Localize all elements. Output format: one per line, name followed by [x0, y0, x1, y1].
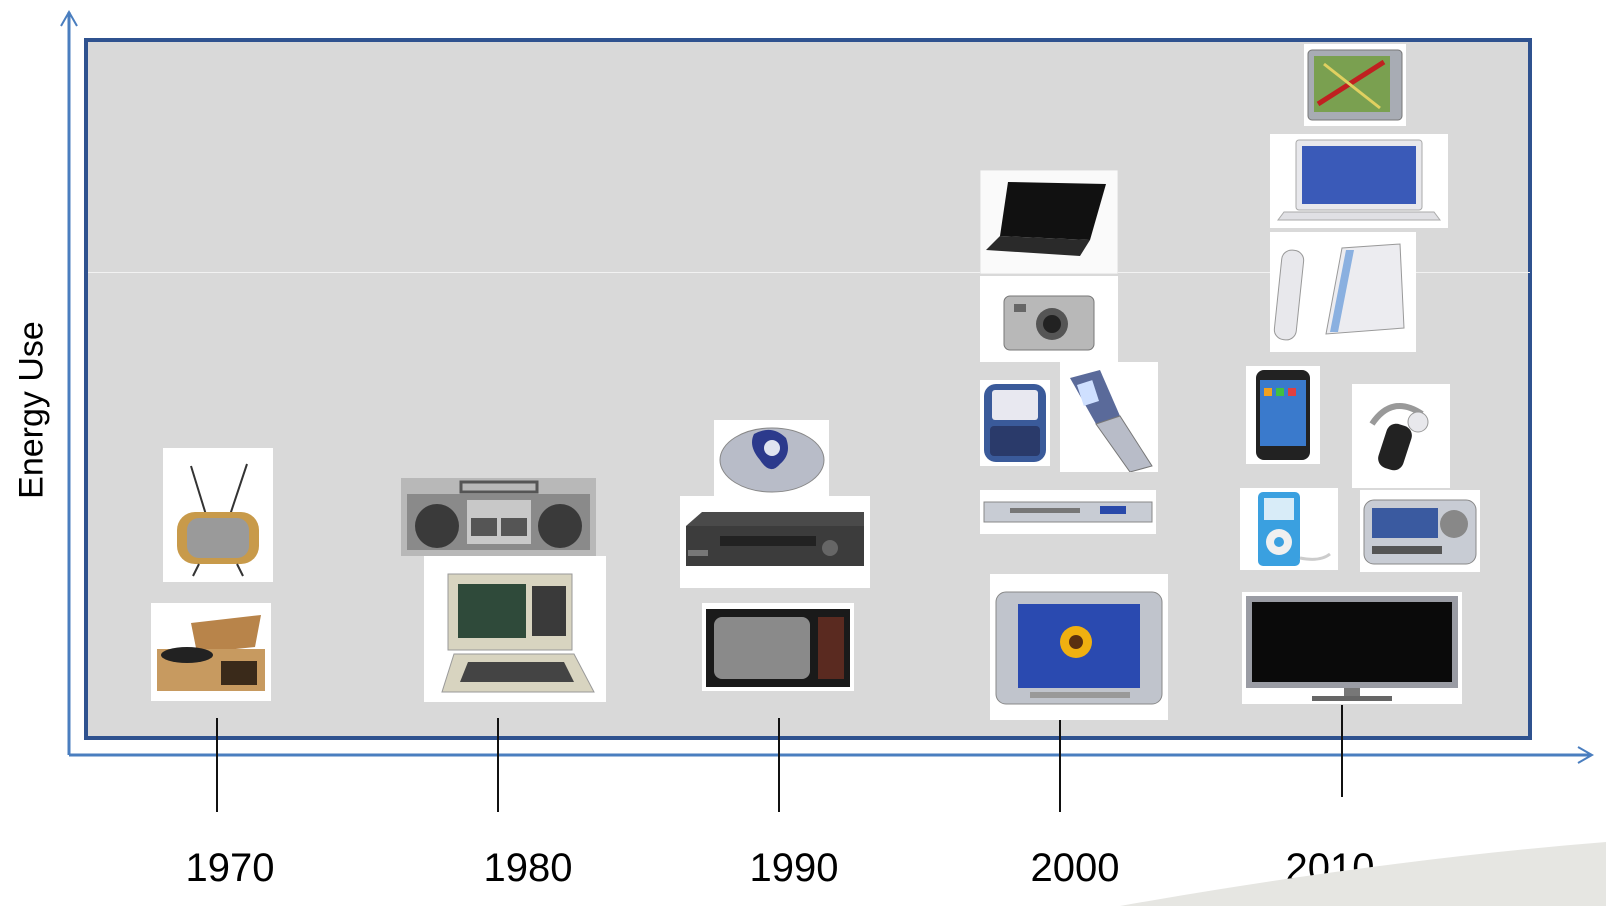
digital-camera-icon	[980, 276, 1118, 362]
boombox-icon	[401, 478, 596, 556]
gridline	[88, 272, 1530, 273]
crt-television-icon	[702, 603, 854, 691]
personal-computer-icon	[424, 556, 606, 702]
year-label-1980: 1980	[483, 846, 573, 890]
mp3-player-icon	[1240, 488, 1338, 570]
tick-1970	[216, 718, 218, 812]
tick-1980	[497, 718, 499, 812]
dvd-player-icon	[980, 490, 1156, 534]
blackberry-icon	[980, 380, 1050, 466]
television-icon	[990, 574, 1168, 720]
decorative-swoosh	[1120, 842, 1606, 906]
record-player-icon	[151, 603, 271, 701]
year-label-1990: 1990	[749, 846, 839, 890]
macbook-icon	[1270, 134, 1448, 228]
bluetooth-headset-icon	[1352, 384, 1450, 488]
gps-navigator-icon	[1304, 44, 1406, 126]
x-axis-arrowhead	[1577, 746, 1595, 764]
laptop-icon	[980, 170, 1118, 274]
year-label-2000: 2000	[1030, 846, 1120, 890]
vcr-icon	[680, 496, 870, 588]
television-icon	[163, 448, 273, 582]
year-label-1970: 1970	[185, 846, 275, 890]
flip-phone-icon	[1060, 362, 1158, 472]
game-console-icon	[1270, 232, 1416, 352]
y-axis-label: Energy Use	[12, 321, 51, 499]
y-axis-arrowhead	[60, 9, 78, 27]
smartphone-icon	[1246, 366, 1320, 464]
cd-player-icon	[714, 420, 829, 496]
tick-2000	[1059, 718, 1061, 812]
tick-2010	[1341, 705, 1343, 797]
tick-1990	[778, 718, 780, 812]
flat-panel-tv-icon	[1242, 592, 1462, 704]
satellite-radio-icon	[1360, 490, 1480, 572]
